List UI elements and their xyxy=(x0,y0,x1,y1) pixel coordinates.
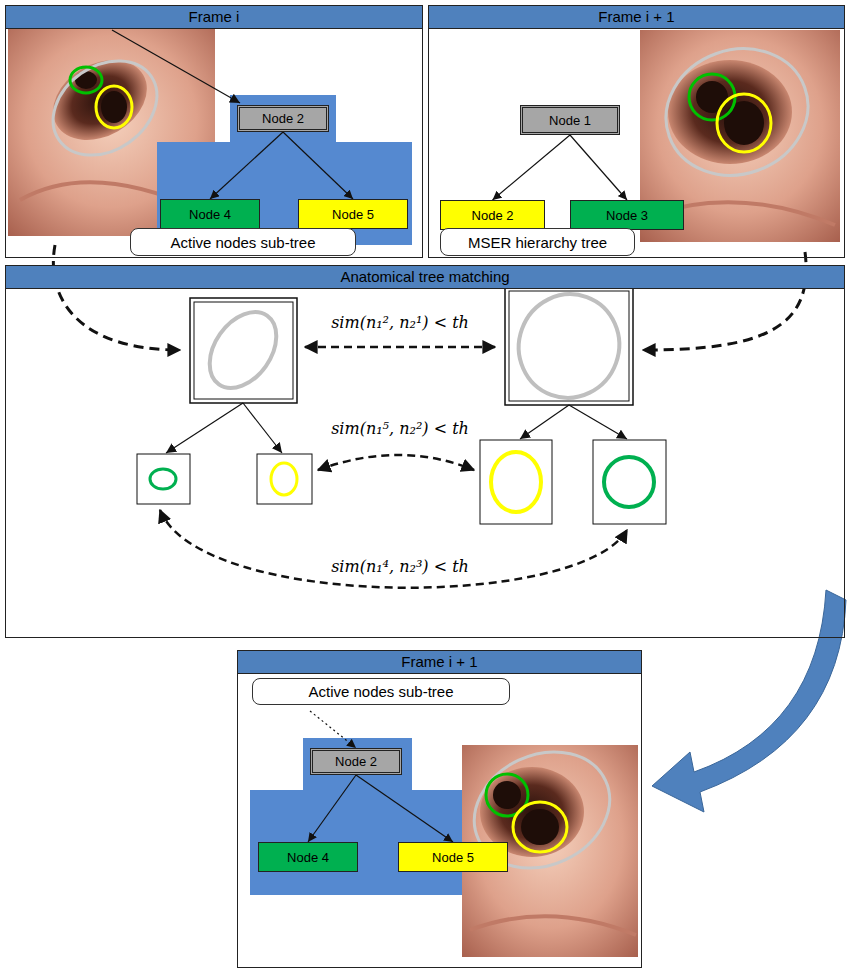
green-region-ellipse xyxy=(70,67,102,93)
tree-box xyxy=(190,298,297,403)
node-label: Node 5 xyxy=(432,850,474,865)
subtree-highlight xyxy=(157,95,412,245)
tree-edge xyxy=(283,132,353,199)
node-label: Active nodes sub-tree xyxy=(308,683,453,700)
tree-link xyxy=(569,405,627,439)
match-arrow xyxy=(318,455,474,470)
yellow-region-ellipse xyxy=(717,94,771,152)
tree-edge xyxy=(570,135,627,200)
tree-link xyxy=(520,405,569,439)
node-label: Node 4 xyxy=(189,207,231,222)
tree-box xyxy=(137,454,190,504)
node-label: Node 5 xyxy=(332,207,374,222)
tree-box xyxy=(480,440,552,524)
frame-panel: Frame i + 1 Active nodes sub-treeNode 2 No… xyxy=(237,650,642,968)
tree-node: Node 4 xyxy=(258,842,358,872)
tree-edge xyxy=(493,135,571,200)
green-region-ellipse xyxy=(689,74,735,120)
tree-edge xyxy=(310,711,356,748)
parent-region-ellipse xyxy=(504,280,634,412)
tree-edge xyxy=(210,132,283,199)
airway-branch xyxy=(521,809,559,845)
flow-arrow xyxy=(53,245,180,350)
airway-lumen xyxy=(668,60,792,164)
caption-box: Active nodes sub-tree xyxy=(252,678,510,705)
similarity-label: sim(n₁⁴, n₂³) < th xyxy=(327,557,473,576)
yellow-region-ellipse xyxy=(491,452,541,512)
panel-title: Anatomical tree matching xyxy=(6,266,844,289)
node-label: Node 4 xyxy=(287,850,329,865)
tree-edge xyxy=(356,775,453,842)
pointer-line xyxy=(112,30,240,103)
tree-node: Node 2 xyxy=(237,105,329,132)
node-label: Node 2 xyxy=(472,208,514,223)
tissue-fold xyxy=(470,916,636,935)
similarity-label: sim(n₁⁵, n₂²) < th xyxy=(327,419,473,438)
yellow-region-ellipse xyxy=(271,463,297,495)
update-arrow xyxy=(652,590,846,812)
panel-title: Frame i + 1 xyxy=(238,651,641,674)
node-label: MSER hierarchy tree xyxy=(468,234,607,251)
parent-region-ellipse xyxy=(196,300,290,401)
tree-box xyxy=(257,454,312,504)
tree-node: Node 4 xyxy=(160,199,260,229)
node-label: Node 1 xyxy=(549,113,591,128)
panel-title: Frame i + 1 xyxy=(429,6,844,29)
frame-panel: Frame i + 1 Node 1 Node 2 Node 3 MSER hierar… xyxy=(428,5,845,258)
tree-box xyxy=(593,440,666,524)
match-arrow xyxy=(160,510,627,588)
frame-panel: Frame i Node 2 Node 4 Node 5 Active nodes su… xyxy=(5,5,423,258)
matching-trees xyxy=(137,280,666,588)
airway-branch xyxy=(101,91,127,123)
airway-branch xyxy=(696,81,728,113)
tree-node: Node 5 xyxy=(398,842,508,872)
parent-region-ellipse xyxy=(648,29,826,195)
airway-branch xyxy=(493,781,521,809)
tree-node: Node 3 xyxy=(570,200,684,230)
tree-link xyxy=(243,403,282,453)
similarity-label: sim(n₁², n₂¹) < th xyxy=(327,313,473,332)
green-region-ellipse xyxy=(604,457,654,507)
node-label: Active nodes sub-tree xyxy=(170,234,315,251)
tree-edge xyxy=(308,775,356,842)
tree-node: Node 2 xyxy=(310,748,402,775)
tree-box xyxy=(505,287,633,405)
node-label: Node 2 xyxy=(335,754,377,769)
parent-region-ellipse xyxy=(35,41,175,174)
node-label: Node 2 xyxy=(262,111,304,126)
caption-box: Active nodes sub-tree xyxy=(130,228,356,256)
tree-box xyxy=(509,291,629,401)
tree-node: Node 1 xyxy=(520,105,620,135)
yellow-region-ellipse xyxy=(96,86,132,128)
tree-node: Node 2 xyxy=(440,200,545,230)
node-label: Node 3 xyxy=(606,208,648,223)
tree-node: Node 5 xyxy=(298,199,408,229)
panel-title: Frame i xyxy=(6,6,422,29)
match-arrow xyxy=(305,346,495,349)
tree-link xyxy=(166,403,243,453)
yellow-region-ellipse xyxy=(513,802,567,852)
green-region-ellipse xyxy=(150,469,176,489)
airway-branch xyxy=(724,101,764,145)
caption-box: MSER hierarchy tree xyxy=(440,228,635,256)
